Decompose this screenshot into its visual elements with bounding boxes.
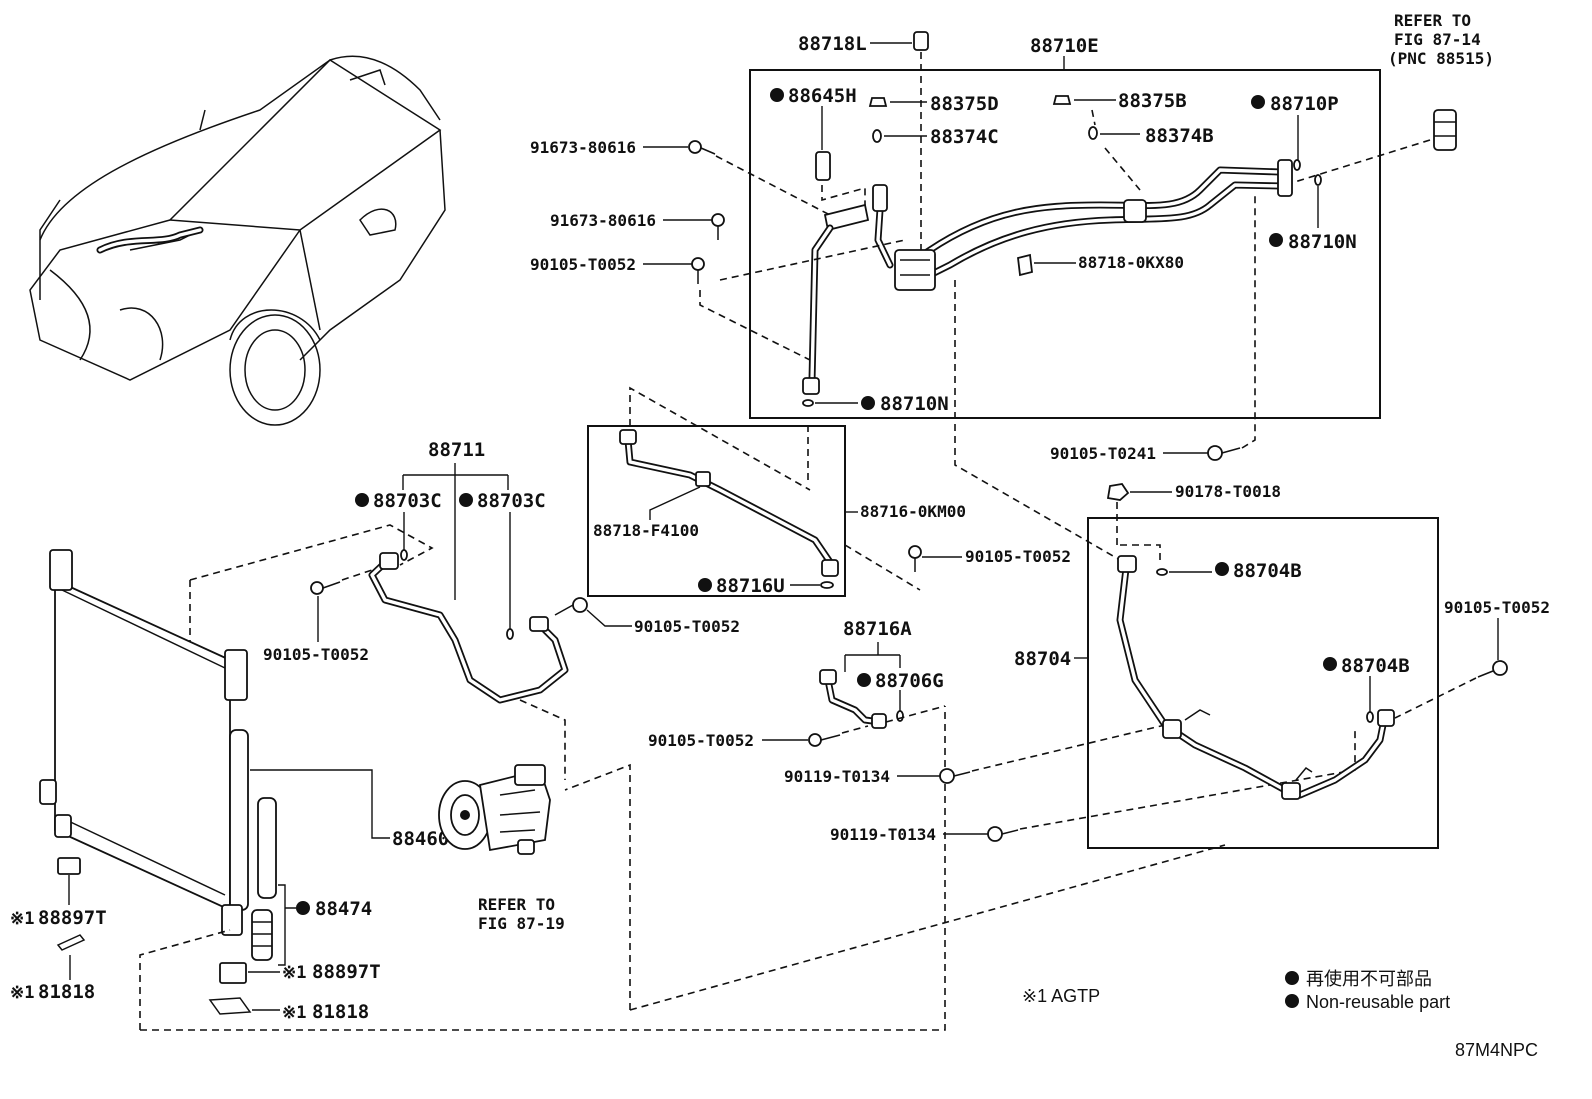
vehicle-illustration [29,55,446,426]
label-88718-F4100: 88718-F4100 [593,521,699,540]
refer-fig-87-14-line1: REFER TO [1394,11,1471,30]
label-88704: 88704 [1014,648,1071,670]
label-90119-T0134-b: 90119-T0134 [830,825,936,844]
label-88645H: 88645H [788,85,857,107]
label-88710N-right: 88710N [1288,231,1357,253]
compressor [438,764,551,855]
label-88711: 88711 [428,439,485,461]
label-88716-0KM00: 88716-0KM00 [860,502,966,521]
tube-assembly-88710E [802,159,1293,395]
label-88897T-b: 88897T [312,961,381,983]
label-88710N-lower: 88710N [880,393,949,415]
label-88474: 88474 [315,898,372,920]
bolt-90105-c [310,581,341,595]
group-box-88704 [1087,517,1439,849]
bolt-90105-d [554,597,588,616]
nut-90178-T0018 [1106,483,1130,501]
label-88374B: 88374B [1145,125,1214,147]
label-88703C-a: 88703C [373,490,442,512]
expansion-valve-ref [1433,109,1457,151]
bolt-90105-f [808,733,841,747]
label-90105-T0052-f: 90105-T0052 [648,731,754,750]
figure-code: 87M4NPC [1455,1040,1538,1060]
tube-88716A [819,669,887,729]
hose-88704 [1116,555,1395,800]
bolt-90105-e [1477,660,1508,678]
label-88375B: 88375B [1118,90,1187,112]
label-91673-80616-a: 91673-80616 [530,138,636,157]
label-90105-T0052-c: 90105-T0052 [263,645,369,664]
label-88374C: 88374C [930,126,999,148]
label-88704B-lower: 88704B [1341,655,1410,677]
legend-non-reusable-en: Non-reusable part [1306,992,1450,1012]
bolt-90105-a [691,257,705,284]
note-mark-1-c: ※1 [282,963,306,983]
label-88716U: 88716U [716,575,785,597]
label-88706G: 88706G [875,670,944,692]
label-88703C-b: 88703C [477,490,546,512]
tube-88716-0KM00 [619,429,839,577]
label-90105-T0052-a: 90105-T0052 [530,255,636,274]
label-88718-0KX80: 88718-0KX80 [1078,253,1184,272]
note-mark-1-d: ※1 [282,1003,306,1023]
cushion-88897T-b [219,962,247,984]
label-88710E: 88710E [1030,35,1099,57]
group-box-88710E [749,69,1381,419]
refer-fig-87-14-line3: (PNC 88515) [1388,49,1494,68]
label-88897T-a: 88897T [38,907,107,929]
label-90105-T0052-e: 90105-T0052 [1444,598,1550,617]
label-88704B-upper: 88704B [1233,560,1302,582]
bolt-91673-b [711,213,725,240]
bolt-91673-a [688,140,716,155]
note-mark-1-a: ※1 [10,909,34,929]
label-88718L: 88718L [798,33,867,55]
seal-81818-a [56,934,86,951]
agtp-note: ※1 AGTP [1022,986,1100,1006]
bolt-90105-b [908,545,922,572]
note-mark-1-b: ※1 [10,983,34,1003]
hose-88711 [368,552,569,704]
cushion-88897T-a [57,857,81,875]
label-90119-T0134-a: 90119-T0134 [784,767,890,786]
pressure-switch-88645H [815,151,831,181]
label-88710P: 88710P [1270,93,1339,115]
legend-dot-jp [1285,971,1299,985]
group-box-88716-0KM00 [587,425,846,597]
refer-fig-87-19-line1: REFER TO [478,895,555,914]
legend-non-reusable-jp: 再使用不可部品 [1306,969,1432,989]
clamp-88718L [913,31,929,51]
bolt-90105-T0241 [1207,445,1241,461]
seal-81818-b [208,997,252,1015]
label-81818-a: 81818 [38,981,95,1003]
label-90105-T0052-d: 90105-T0052 [634,617,740,636]
label-90105-T0052-b: 90105-T0052 [965,547,1071,566]
refer-fig-87-19-line2: FIG 87-19 [478,914,565,933]
bolt-90119-a [939,768,971,784]
receiver-88474 [251,797,277,961]
condenser-88460 [39,549,249,936]
refer-fig-87-14-line2: FIG 87-14 [1394,30,1481,49]
label-91673-80616-b: 91673-80616 [550,211,656,230]
label-88460: 88460 [392,828,449,850]
legend-dot-en [1285,994,1299,1008]
label-88375D: 88375D [930,93,999,115]
label-90105-T0241: 90105-T0241 [1050,444,1156,463]
label-90178-T0018: 90178-T0018 [1175,482,1281,501]
label-81818-b: 81818 [312,1001,369,1023]
label-88716A: 88716A [843,618,912,640]
bolt-90119-b [987,826,1019,842]
